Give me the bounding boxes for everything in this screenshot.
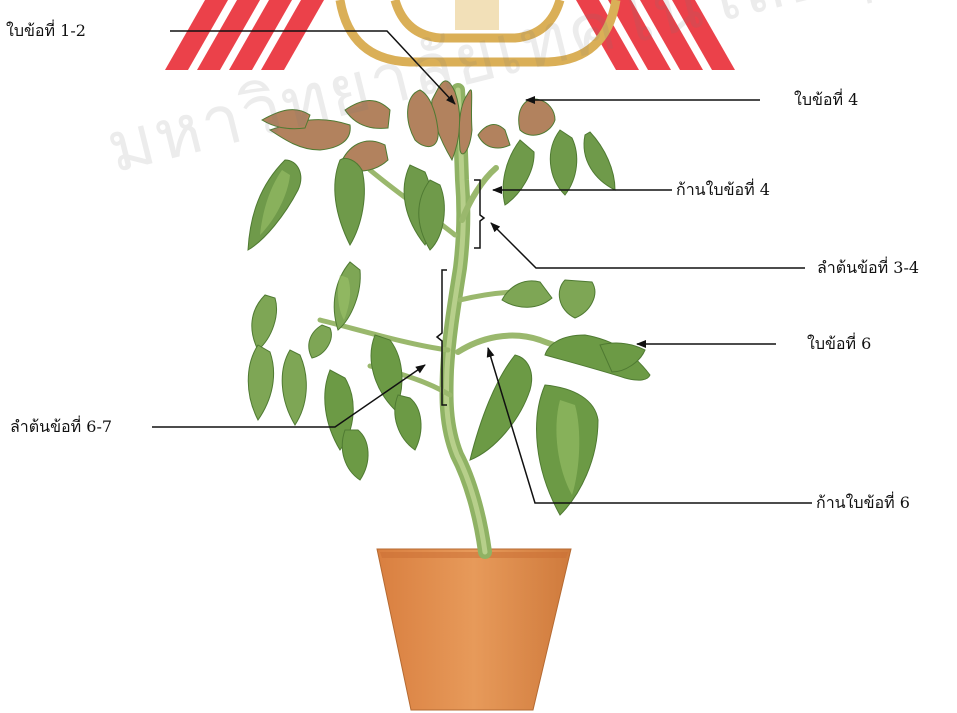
pot-rim-shadow [380, 552, 568, 558]
label-stem-node-3-4: ลำต้นข้อที่ 3-4 [817, 258, 919, 278]
label-leaf-node-6: ใบข้อที่ 6 [807, 334, 871, 354]
flower-pot [377, 549, 571, 710]
label-petiole-node-6: ก้านใบข้อที่ 6 [816, 493, 910, 513]
label-leaf-node-1-2: ใบข้อที่ 1-2 [6, 21, 86, 41]
label-stem-node-6-7: ลำต้นข้อที่ 6-7 [10, 417, 112, 437]
label-petiole-node-4: ก้านใบข้อที่ 4 [676, 180, 770, 200]
leader-stem-node-3-4 [491, 223, 805, 268]
label-leaf-node-4: ใบข้อที่ 4 [794, 90, 858, 110]
pot-body [377, 549, 571, 710]
lower-leaves [325, 335, 650, 515]
